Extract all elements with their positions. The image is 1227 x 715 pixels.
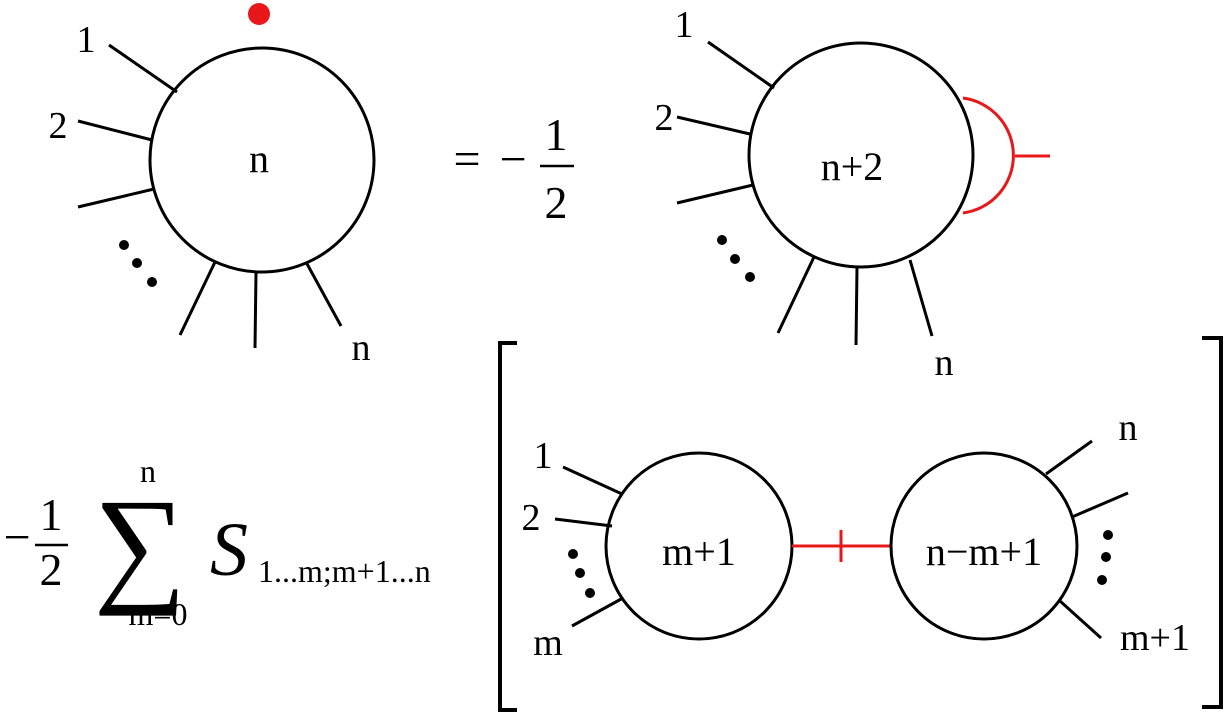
term1-prefactor: = − 1 2	[453, 109, 574, 228]
term2-numerator: 1	[40, 489, 63, 540]
term1-loop-propagator	[962, 96, 1015, 215]
equals-sign: =	[453, 133, 480, 186]
term1-leg-label-2: 2	[655, 97, 674, 139]
term1-leg-label-1: 1	[675, 4, 694, 46]
lhs-vertex-label: n	[249, 136, 269, 181]
term2-left-leg-1	[562, 465, 623, 496]
term2-prefactor: − 1 2 ∑ n m=0 S 1...m;m+1...n	[3, 453, 430, 632]
term2-left-ellipsis-dots	[568, 549, 595, 598]
term1-leg-3	[676, 183, 754, 205]
term2-left-leg-2	[554, 517, 613, 528]
term1-leg-2	[676, 115, 751, 136]
left-square-bracket	[498, 341, 517, 712]
term1-leg-1	[707, 40, 775, 90]
term1-ellipsis-dots	[717, 235, 755, 282]
lhs-leg-3	[77, 187, 155, 209]
term2-left-leg-label-m: m	[533, 622, 563, 664]
term1-vertex-circle	[747, 41, 975, 269]
symmetry-factor: S	[210, 508, 248, 592]
term1-vertex-label: n+2	[821, 144, 884, 189]
lhs-leg-label-1: 1	[77, 19, 96, 61]
term1-denominator: 2	[545, 177, 568, 228]
term2-right-leg-m1	[1058, 599, 1103, 640]
sum-lower-limit: m=0	[129, 596, 188, 632]
term2-right-vertex-circle	[889, 451, 1079, 641]
term1-numerator: 1	[545, 109, 568, 160]
lhs-leg-n	[304, 261, 343, 327]
term2-right-leg-2	[1071, 491, 1129, 519]
lhs-vertex: n 1 2 n	[49, 3, 376, 369]
term2-right-leg-label-n: n	[1119, 407, 1138, 449]
lhs-leg-1	[108, 43, 178, 94]
term2-left-leg-label-1: 1	[534, 435, 553, 477]
term1-leg-4	[776, 256, 816, 334]
term1-leg-5	[854, 266, 859, 346]
term2-right-vertex: n−m+1 n m+1	[889, 407, 1190, 659]
summation-symbol: ∑	[94, 473, 187, 617]
term2-right-ellipsis-dots	[1097, 530, 1113, 585]
lhs-leg-label-2: 2	[49, 105, 68, 147]
term2-denominator: 2	[40, 544, 63, 595]
lhs-ellipsis-dots	[119, 240, 157, 287]
lhs-leg-4	[178, 261, 217, 336]
term1-leg-label-n: n	[935, 342, 954, 384]
term1-minus-sign: −	[499, 133, 526, 186]
term2-left-vertex: m+1 1 2 m	[522, 435, 794, 664]
lhs-leg-5	[253, 271, 258, 349]
term1-leg-n	[908, 259, 934, 337]
lhs-vertex-circle	[148, 46, 376, 274]
term2-left-leg-m	[571, 596, 624, 628]
term2-right-leg-n	[1045, 439, 1093, 476]
term2-minus-sign: −	[3, 511, 30, 564]
term2-right-vertex-label: n−m+1	[926, 529, 1042, 574]
term1-vertex: n+2 1 2 n	[655, 4, 1050, 384]
term2-left-vertex-label: m+1	[662, 529, 736, 574]
term2-right-leg-label-m1: m+1	[1120, 617, 1190, 659]
symmetry-subscript: 1...m;m+1...n	[258, 553, 431, 589]
sum-upper-limit: n	[140, 453, 156, 489]
term2-propagator	[792, 530, 891, 562]
right-square-bracket	[1202, 336, 1223, 709]
red-dot-marker	[248, 3, 270, 25]
lhs-leg-2	[77, 119, 153, 142]
term2-left-leg-label-2: 2	[522, 497, 541, 539]
lhs-leg-label-n: n	[352, 327, 371, 369]
